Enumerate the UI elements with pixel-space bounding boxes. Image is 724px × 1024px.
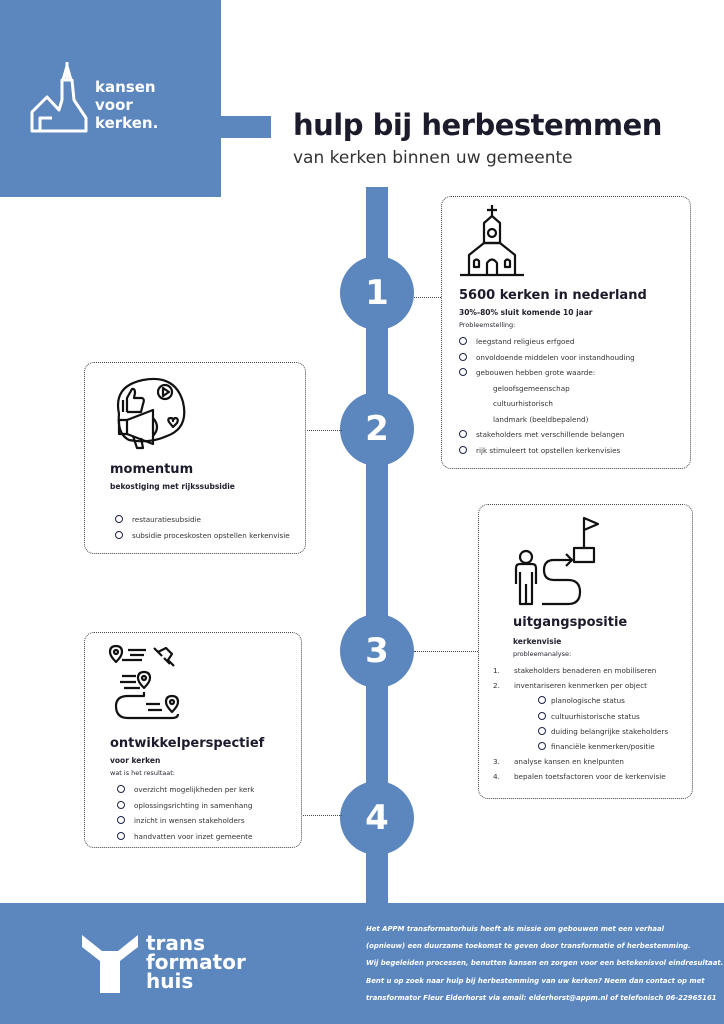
card-uitgangspositie-title: uitgangspositie — [513, 615, 628, 630]
bullet-icon — [115, 530, 123, 539]
route-map-icon — [108, 644, 180, 720]
timeline-bar — [366, 187, 388, 912]
page-title: hulp bij herbestemmen — [293, 108, 662, 142]
card-ontwikkelperspectief — [84, 632, 302, 848]
footer-line: Bent u op zoek naar hulp bij herbestemmi… — [366, 976, 705, 985]
footer-line: transformator Fleur Elderhorst via email… — [366, 993, 717, 1002]
bullet-icon — [459, 337, 467, 345]
list-item: onvoldoende middelen voor instandhouding — [459, 352, 635, 368]
bullet-icon — [115, 515, 123, 523]
list-item: leegstand religieus erfgoed — [459, 336, 635, 352]
list-item: subsidie proceskosten opstellen kerkenvi… — [115, 530, 290, 546]
list-item: inzicht in wensen stakeholders — [117, 815, 254, 831]
bullet-icon — [538, 726, 546, 735]
brand-block — [0, 0, 221, 197]
footer-line: Het APPM transformatorhuis heeft als mis… — [366, 925, 665, 933]
card-uitgangspositie-list: 1.stakeholders benaderen en mobiliseren … — [493, 665, 668, 787]
path-goal-icon — [514, 516, 600, 606]
connector-4 — [300, 815, 342, 816]
step-3-circle: 3 — [340, 614, 414, 688]
card-ontwikkelperspectief-label: wat is het resultaat: — [110, 769, 175, 777]
bullet-icon — [538, 711, 546, 720]
brand-connector — [221, 116, 271, 138]
card-momentum-subtitle: bekostiging met rijkssubsidie — [110, 482, 235, 491]
list-item: rijk stimuleert tot opstellen kerkenvisi… — [459, 445, 635, 461]
card-ontwikkelperspectief-subtitle: voor kerken — [110, 756, 161, 765]
list-item: gebouwen hebben grote waarde: — [459, 367, 635, 383]
card-churches-list: leegstand religieus erfgoed onvoldoende … — [459, 336, 635, 460]
megaphone-icon — [116, 377, 186, 450]
bullet-icon — [117, 816, 125, 824]
bullet-icon — [459, 445, 467, 454]
bullet-icon — [459, 368, 467, 376]
list-item: handvatten voor inzet gemeente — [117, 831, 254, 847]
card-churches-title: 5600 kerken in nederland — [459, 288, 647, 303]
footer-wordmark: trans formator huis — [146, 931, 246, 993]
list-item: stakeholders met verschillende belangen — [459, 429, 635, 445]
list-subitem: financiële kenmerken/positie — [493, 741, 668, 756]
card-churches-label: Probleemstelling: — [459, 321, 516, 329]
footer-line: (opnieuw) een duurzame toekomst te geven… — [366, 942, 691, 951]
list-item: 2.inventariseren kenmerken per object — [493, 681, 647, 691]
card-uitgangspositie-subtitle: kerkenvisie — [513, 637, 562, 646]
bullet-icon — [538, 696, 546, 705]
card-churches — [441, 196, 691, 469]
footer-wordmark-line-3: huis — [146, 969, 194, 993]
list-subitem: cultuurhistorische status — [493, 711, 668, 726]
brand-line-3: kerken. — [95, 114, 159, 132]
brand-line-2: voor — [95, 96, 133, 114]
step-4-circle: 4 — [340, 781, 414, 855]
card-momentum-list: restauratiesubsidie subsidie proceskoste… — [115, 514, 290, 545]
list-item: 4.bepalen toetsfactoren voor de kerkenvi… — [493, 772, 666, 782]
connector-2 — [305, 430, 342, 431]
list-item: 1.stakeholders benaderen en mobiliseren — [493, 666, 657, 675]
footer-contact-text: Het APPM transformatorhuis heeft als mis… — [366, 921, 724, 1007]
footer-wordmark-line-2: formator — [146, 950, 246, 974]
bullet-icon — [117, 785, 125, 793]
step-1-circle: 1 — [340, 256, 414, 330]
brand-line-1: kansen — [95, 78, 156, 96]
footer — [0, 903, 724, 1024]
step-2-circle: 2 — [340, 392, 414, 466]
list-subitem: landmark (beeldbepalend) — [493, 414, 589, 424]
list-item: oplossingsrichting in samenhang — [117, 800, 254, 816]
brand-wordmark: kansen voor kerken. — [95, 78, 158, 132]
list-item: 3.analyse kansen en knelpunten — [493, 757, 624, 767]
church-icon — [460, 205, 524, 277]
connector-3 — [414, 651, 478, 652]
card-uitgangspositie — [478, 504, 693, 799]
connector-1 — [414, 297, 441, 298]
footer-wordmark-line-1: trans — [146, 931, 206, 955]
page-subtitle: van kerken binnen uw gemeente — [293, 148, 573, 168]
card-momentum-title: momentum — [110, 462, 194, 477]
footer-line: Wij begeleiden processen, benutten kanse… — [366, 959, 724, 968]
list-subitem: geloofsgemeenschap — [493, 383, 570, 393]
bullet-icon — [459, 352, 467, 361]
list-subitem: duiding belangrijke stakeholders — [493, 726, 668, 741]
list-item: overzicht mogelijkheden per kerk — [117, 784, 254, 800]
card-uitgangspositie-label: probleemanalyse: — [513, 650, 572, 658]
card-ontwikkelperspectief-title: ontwikkelperspectief — [110, 736, 265, 751]
list-subitem: cultuurhistorisch — [493, 399, 553, 408]
list-item: restauratiesubsidie — [115, 514, 290, 530]
card-ontwikkelperspectief-list: overzicht mogelijkheden per kerk oplossi… — [117, 784, 254, 846]
list-subitem: planologische status — [493, 695, 668, 710]
bullet-icon — [117, 831, 125, 840]
transformatorhuis-logo-icon — [82, 935, 138, 993]
card-churches-subtitle: 30%-80% sluit komende 10 jaar — [459, 308, 593, 317]
bullet-icon — [117, 800, 125, 809]
church-logo-icon — [30, 62, 88, 133]
bullet-icon — [538, 741, 546, 750]
bullet-icon — [459, 430, 467, 438]
